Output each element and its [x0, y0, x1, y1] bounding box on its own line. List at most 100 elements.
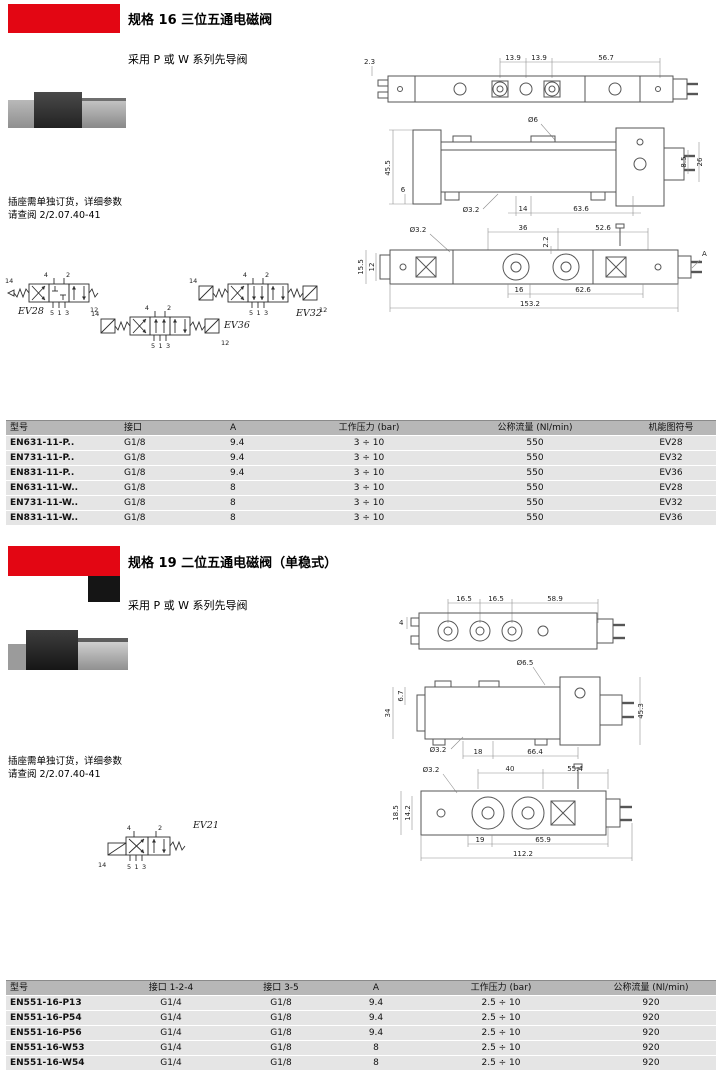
note-line2: 请查阅 2/2.07.40-41 — [8, 210, 101, 221]
spec19-bottom-view-drawing: Ø3.2 40 55.4 18.5 14.2 19 65.9 112.2 — [392, 763, 633, 861]
pilot-14-label: 14 — [91, 310, 99, 318]
spec16-bottom-view-drawing: Ø3.2 36 52.6 15.5 12 2.2 16 — [357, 223, 707, 312]
col-header-port: 接口 — [124, 423, 143, 433]
cell-a: 9.4 — [368, 1013, 384, 1023]
cell-pressure: 2.5 ÷ 10 — [481, 1043, 521, 1053]
dim-16-5-b: 16.5 — [488, 595, 504, 603]
col-header-a: A — [230, 423, 237, 433]
cell-port35: G1/8 — [270, 1058, 292, 1068]
dim-40: 40 — [506, 765, 515, 773]
dim-52-6: 52.6 — [595, 224, 611, 232]
dim-12: 12 — [368, 263, 376, 272]
table-row: EN551-16-W53 G1/4 G1/8 8 2.5 ÷ 10 920 — [6, 1041, 716, 1055]
dim-hole-6: Ø6 — [528, 116, 539, 124]
pneumatic-symbol-ev36: 4 2 5 1 3 14 12 — [91, 304, 229, 350]
port-3-label: 3 — [65, 309, 69, 317]
note-line1: 插座需单独订货，详细参数 — [8, 197, 123, 208]
section1-subtitle: 采用 P 或 W 系列先导阀 — [128, 53, 248, 66]
cell-pressure: 3 ÷ 10 — [353, 468, 385, 478]
dim-13-9-b: 13.9 — [531, 54, 547, 62]
dim-14-2: 14.2 — [404, 805, 412, 821]
table-row: EN831-11-W.. G1/8 8 3 ÷ 10 550 EV36 — [6, 511, 716, 525]
cell-symbol: EV28 — [659, 483, 683, 493]
dim-65-9: 65.9 — [535, 836, 551, 844]
dim-hole-3-2: Ø3.2 — [410, 226, 427, 234]
dim-55-4: 55.4 — [567, 765, 583, 773]
note-line2: 请查阅 2/2.07.40-41 — [8, 769, 101, 780]
cell-flow: 550 — [526, 498, 544, 508]
dim-6: 6 — [401, 186, 406, 194]
dim-hole-3-2: Ø3.2 — [463, 206, 480, 214]
table-row: EN551-16-P56 G1/4 G1/8 9.4 2.5 ÷ 10 920 — [6, 1026, 716, 1040]
col-header-model: 型号 — [10, 983, 29, 993]
note-line1: 插座需单独订货，详细参数 — [8, 756, 123, 767]
cell-flow: 550 — [526, 513, 544, 523]
col-header-a: A — [372, 983, 380, 993]
dim-19: 19 — [476, 836, 485, 844]
port-5-label: 5 — [151, 342, 155, 350]
port-3-label: 3 — [142, 863, 146, 871]
cell-a: 8 — [373, 1043, 379, 1053]
cell-port: G1/8 — [124, 453, 146, 463]
cell-a: 9.4 — [230, 453, 245, 463]
dim-45-3: 45.3 — [637, 703, 645, 719]
port-2-label: 2 — [265, 271, 269, 279]
section1-product-photo — [8, 86, 126, 128]
port-1-label: 1 — [159, 342, 163, 350]
spec16-table: 型号 接口 A 工作压力 (bar) 公称流量 (Nl/min) 机能图符号 E… — [6, 420, 716, 525]
port-4-label: 4 — [243, 271, 247, 279]
dim-14: 14 — [519, 205, 528, 213]
cell-a: 9.4 — [230, 438, 245, 448]
cell-pressure: 3 ÷ 10 — [353, 498, 385, 508]
port-1-label: 1 — [135, 863, 139, 871]
port-1-label: 1 — [257, 309, 261, 317]
port-4-label: 4 — [127, 824, 131, 832]
dim-45-5: 45.5 — [384, 160, 392, 176]
col-header-symbol: 机能图符号 — [648, 423, 694, 433]
cell-pressure: 3 ÷ 10 — [353, 483, 385, 493]
cell-flow: 920 — [642, 998, 660, 1008]
table-row: EN831-11-P.. G1/8 9.4 3 ÷ 10 550 EV36 — [6, 466, 716, 480]
table-row: EN731-11-P.. G1/8 9.4 3 ÷ 10 550 EV32 — [6, 451, 716, 465]
cell-model: EN731-11-P.. — [10, 453, 75, 463]
dim-hole-3-2: Ø3.2 — [423, 766, 440, 774]
port-5-label: 5 — [249, 309, 253, 317]
section2-red-banner — [8, 546, 120, 576]
valve-body-image — [82, 98, 126, 128]
cell-port: G1/8 — [124, 498, 146, 508]
dim-6-7: 6.7 — [397, 690, 405, 701]
cell-port35: G1/8 — [270, 1013, 292, 1023]
dim-58-9: 58.9 — [547, 595, 563, 603]
cell-a: 8 — [230, 483, 236, 493]
dim-26: 26 — [696, 157, 704, 166]
dim-63-6: 63.6 — [573, 205, 589, 213]
table-row: EN631-11-P.. G1/8 9.4 3 ÷ 10 550 EV28 — [6, 436, 716, 450]
pneumatic-symbol-ev28: 4 2 5 1 3 14 12 — [5, 271, 99, 317]
dim-4: 4 — [399, 619, 404, 627]
valve-solenoid-image — [26, 630, 78, 670]
port-5-label: 5 — [127, 863, 131, 871]
cell-a: 9.4 — [368, 998, 384, 1008]
cell-port35: G1/8 — [270, 998, 292, 1008]
cell-model: EN551-16-P56 — [10, 1028, 82, 1038]
cell-pressure: 2.5 ÷ 10 — [481, 998, 521, 1008]
dim-2-3: 2.3 — [364, 58, 375, 66]
dim-16: 16 — [515, 286, 524, 294]
cell-port: G1/8 — [124, 468, 146, 478]
col-header-port124: 接口 1-2-4 — [148, 983, 194, 993]
cell-port: G1/8 — [124, 438, 146, 448]
cell-a: 8 — [230, 498, 236, 508]
section2-ordering-note: 插座需单独订货，详细参数 请查阅 2/2.07.40-41 — [8, 755, 122, 781]
section2-title: 规格 19 二位五通电磁阀（单稳式） — [128, 556, 338, 571]
port-3-label: 3 — [264, 309, 268, 317]
cell-model: EN631-11-W.. — [10, 483, 79, 493]
cell-flow: 920 — [642, 1013, 660, 1023]
cell-symbol: EV32 — [659, 498, 683, 508]
cell-flow: 550 — [526, 453, 544, 463]
cell-flow: 920 — [642, 1058, 660, 1068]
section2-product-photo — [8, 622, 128, 670]
dim-112-2: 112.2 — [513, 850, 533, 858]
cell-port124: G1/4 — [160, 1043, 182, 1053]
spec19-top-view-drawing: 16.5 16.5 58.9 4 — [399, 595, 625, 650]
dim-hole-6-5: Ø6.5 — [517, 659, 534, 667]
